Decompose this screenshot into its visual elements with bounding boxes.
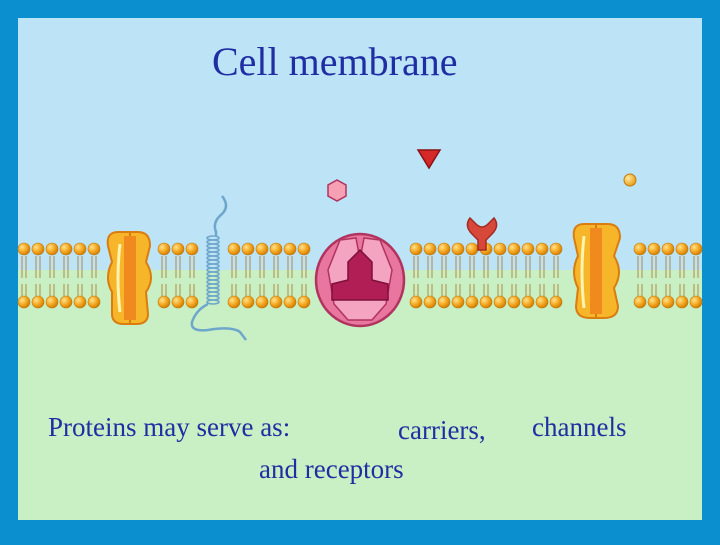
- lipid-head-icon: [87, 295, 101, 309]
- lipid-head-icon: [157, 295, 171, 309]
- lipid-head-icon: [535, 295, 549, 309]
- receptor-protein-icon: [466, 216, 498, 251]
- caption-carriers: carriers,: [398, 415, 486, 445]
- lipid-head-icon: [59, 242, 73, 256]
- lipid-head-icon: [269, 242, 283, 256]
- hexagon-molecule-icon: [327, 179, 347, 202]
- channel-protein-icon: [572, 223, 622, 319]
- lipid-head-icon: [185, 295, 199, 309]
- lipid-head-icon: [437, 295, 451, 309]
- lipid-head-icon: [269, 295, 283, 309]
- lipid-head-icon: [633, 295, 647, 309]
- lipid-head-icon: [171, 295, 185, 309]
- lipid-head-icon: [297, 295, 311, 309]
- lipid-head-icon: [31, 295, 45, 309]
- lipid-head-icon: [423, 242, 437, 256]
- lipid-head-icon: [17, 295, 31, 309]
- lipid-head-icon: [283, 295, 297, 309]
- lipid-head-icon: [297, 242, 311, 256]
- lipid-head-icon: [409, 242, 423, 256]
- lipid-head-icon: [45, 295, 59, 309]
- lipid-head-icon: [283, 242, 297, 256]
- lipid-head-icon: [451, 295, 465, 309]
- carrier-protein-icon: [314, 232, 406, 328]
- lipid-head-icon: [87, 242, 101, 256]
- lipid-head-icon: [241, 242, 255, 256]
- lipid-head-icon: [59, 295, 73, 309]
- lipid-head-icon: [185, 242, 199, 256]
- lipid-head-icon: [31, 242, 45, 256]
- lipid-head-icon: [507, 242, 521, 256]
- lipid-head-icon: [647, 295, 661, 309]
- lipid-head-icon: [675, 295, 689, 309]
- lipid-head-icon: [73, 242, 87, 256]
- lipid-head-icon: [661, 295, 675, 309]
- lipid-head-icon: [157, 242, 171, 256]
- lipid-head-icon: [451, 242, 465, 256]
- lipid-head-icon: [535, 242, 549, 256]
- lipid-head-icon: [521, 242, 535, 256]
- coiled-protein-icon: [190, 195, 247, 341]
- lipid-head-icon: [689, 295, 703, 309]
- lipid-head-icon: [73, 295, 87, 309]
- caption-lead: Proteins may serve as:: [48, 412, 291, 442]
- lipid-head-icon: [465, 295, 479, 309]
- lipid-head-icon: [633, 242, 647, 256]
- lipid-head-icon: [241, 295, 255, 309]
- lipid-head-icon: [17, 242, 31, 256]
- small-molecule-icon: [623, 173, 637, 187]
- lipid-head-icon: [507, 295, 521, 309]
- lipid-head-icon: [171, 242, 185, 256]
- lipid-head-icon: [689, 242, 703, 256]
- lipid-head-icon: [409, 295, 423, 309]
- lipid-head-icon: [437, 242, 451, 256]
- lipid-head-icon: [675, 242, 689, 256]
- lipid-head-icon: [549, 242, 563, 256]
- channel-protein-icon: [106, 231, 152, 325]
- lipid-head-icon: [521, 295, 535, 309]
- lipid-head-icon: [227, 295, 241, 309]
- caption-receptors: and receptors: [259, 454, 404, 484]
- lipid-head-icon: [255, 295, 269, 309]
- lipid-head-icon: [423, 295, 437, 309]
- signal-molecule-icon: [416, 149, 442, 170]
- lipid-head-icon: [45, 242, 59, 256]
- lipid-head-icon: [493, 295, 507, 309]
- lipid-head-icon: [479, 295, 493, 309]
- caption-channels: channels: [532, 412, 627, 442]
- lipid-head-icon: [647, 242, 661, 256]
- slide-title: Cell membrane: [212, 39, 458, 84]
- lipid-bilayer: [17, 242, 703, 309]
- lipid-head-icon: [255, 242, 269, 256]
- lipid-head-icon: [465, 242, 479, 256]
- lipid-head-icon: [549, 295, 563, 309]
- lipid-head-icon: [227, 242, 241, 256]
- lipid-head-icon: [493, 242, 507, 256]
- lipid-head-icon: [661, 242, 675, 256]
